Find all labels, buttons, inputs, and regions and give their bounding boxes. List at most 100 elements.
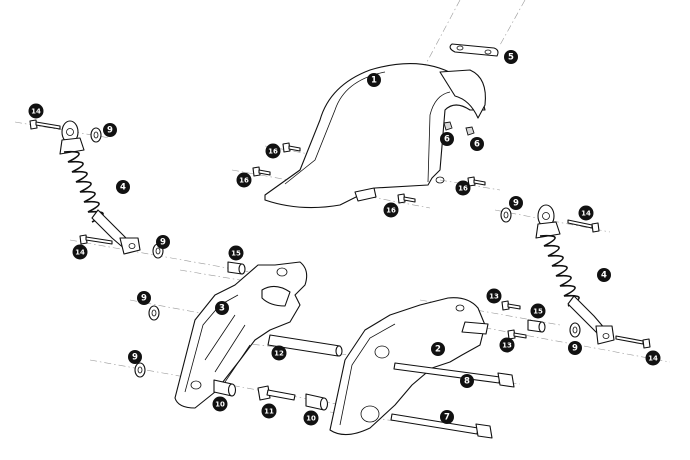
spacer-middle	[305, 393, 329, 411]
assembly-axis-lines	[14, 0, 671, 435]
callout-number: 11	[264, 408, 274, 416]
callout-number: 2	[435, 345, 441, 355]
bushing-15-left	[227, 261, 246, 275]
callout-bolt-14-left-bottom: 14	[72, 244, 88, 260]
callout-badge	[431, 342, 445, 356]
callout-badge	[486, 288, 502, 304]
callout-bushing-15-right: 15	[530, 303, 546, 319]
callout-screw-16-d: 16	[455, 180, 471, 196]
callout-badge	[271, 345, 287, 361]
callout-badge	[440, 410, 454, 424]
callout-badge	[645, 350, 661, 366]
callout-badge	[261, 403, 277, 419]
callout-badge	[215, 301, 229, 315]
callout-number: 4	[120, 183, 126, 193]
shock-absorber-right	[535, 204, 615, 345]
callout-number: 8	[464, 377, 470, 387]
callout-bolt-13-lower: 13	[499, 337, 515, 353]
callout-badge	[303, 410, 319, 426]
callout-number: 6	[444, 135, 450, 145]
callout-washer-shock-left-top: 9	[103, 123, 117, 137]
callout-shock-left: 4	[116, 180, 130, 194]
callout-bolt-14-right-bottom: 14	[645, 350, 661, 366]
callout-badge	[265, 143, 281, 159]
callout-swingarm-plate-right: 2	[431, 342, 445, 356]
callout-badge	[440, 132, 454, 146]
callout-axle-bolt: 7	[440, 410, 454, 424]
callout-badge	[228, 245, 244, 261]
callout-spacer-rod: 12	[271, 345, 287, 361]
shock-absorber-left	[59, 120, 141, 255]
callout-long-bolt: 8	[460, 374, 474, 388]
callout-nut-b: 6	[470, 137, 484, 151]
callout-number: 9	[132, 353, 138, 363]
callout-number: 10	[306, 415, 316, 423]
callout-bushing-15-left: 15	[228, 245, 244, 261]
spacer-rod	[267, 334, 343, 357]
callout-badge	[212, 396, 228, 412]
callout-number: 9	[141, 294, 147, 304]
callout-number: 14	[31, 108, 41, 116]
callout-number: 10	[215, 401, 225, 409]
callout-number: 13	[502, 342, 512, 350]
callout-washer-plate-left-lower: 9	[128, 350, 142, 364]
callout-number: 9	[513, 199, 519, 209]
callout-badge	[530, 303, 546, 319]
callout-number: 16	[458, 185, 468, 193]
callout-spacer-left: 10	[212, 396, 228, 412]
callout-bolt-14-left-top: 14	[28, 103, 44, 119]
callout-washer-shock-left-bottom: 9	[156, 235, 170, 249]
callout-number: 15	[533, 308, 543, 316]
callout-number: 13	[489, 293, 499, 301]
washers	[90, 127, 581, 378]
callout-number: 16	[268, 148, 278, 156]
callout-badge	[470, 137, 484, 151]
callout-bolt-13-upper: 13	[486, 288, 502, 304]
callout-badge	[597, 268, 611, 282]
mudguard-bracket	[449, 43, 499, 57]
callout-number: 15	[231, 250, 241, 258]
callout-screw-16-a: 16	[265, 143, 281, 159]
callout-spacer-middle: 10	[303, 410, 319, 426]
callout-nut-a: 6	[440, 132, 454, 146]
callout-number: 4	[601, 271, 607, 281]
swingarm-plate-left	[174, 261, 308, 409]
callout-number: 6	[474, 140, 480, 150]
callout-badge	[156, 235, 170, 249]
callout-number: 7	[444, 413, 450, 423]
long-bolt	[393, 362, 515, 388]
callout-badge	[116, 180, 130, 194]
callout-badge	[504, 50, 518, 64]
callout-number: 14	[75, 249, 85, 257]
callout-badge	[28, 103, 44, 119]
callout-number: 14	[581, 210, 591, 218]
callout-number: 12	[274, 350, 284, 358]
callout-screw-16-b: 16	[236, 172, 252, 188]
callout-badge	[509, 196, 523, 210]
callout-bolt-11: 11	[261, 403, 277, 419]
callout-number: 3	[219, 304, 225, 314]
callout-badge	[460, 374, 474, 388]
callout-number: 9	[160, 238, 166, 248]
callout-washer-plate-left-upper: 9	[137, 291, 151, 305]
callout-badge	[499, 337, 515, 353]
small-bolts	[29, 119, 651, 349]
callout-bolt-14-right-top: 14	[578, 205, 594, 221]
callout-number: 9	[572, 344, 578, 354]
callout-swingarm-plate-left: 3	[215, 301, 229, 315]
callout-badge	[455, 180, 471, 196]
callout-number: 16	[239, 177, 249, 185]
callout-number: 5	[508, 53, 514, 63]
callout-badge	[137, 291, 151, 305]
callout-badge	[383, 202, 399, 218]
callout-washer-shock-right-top: 9	[509, 196, 523, 210]
spacer-left	[213, 379, 237, 397]
callout-mudguard: 1	[367, 73, 381, 87]
callout-badge	[103, 123, 117, 137]
callout-badge	[128, 350, 142, 364]
bolt-11	[257, 385, 296, 401]
bushing-15-right	[527, 319, 546, 333]
callout-number: 16	[386, 207, 396, 215]
callout-number: 9	[107, 126, 113, 136]
